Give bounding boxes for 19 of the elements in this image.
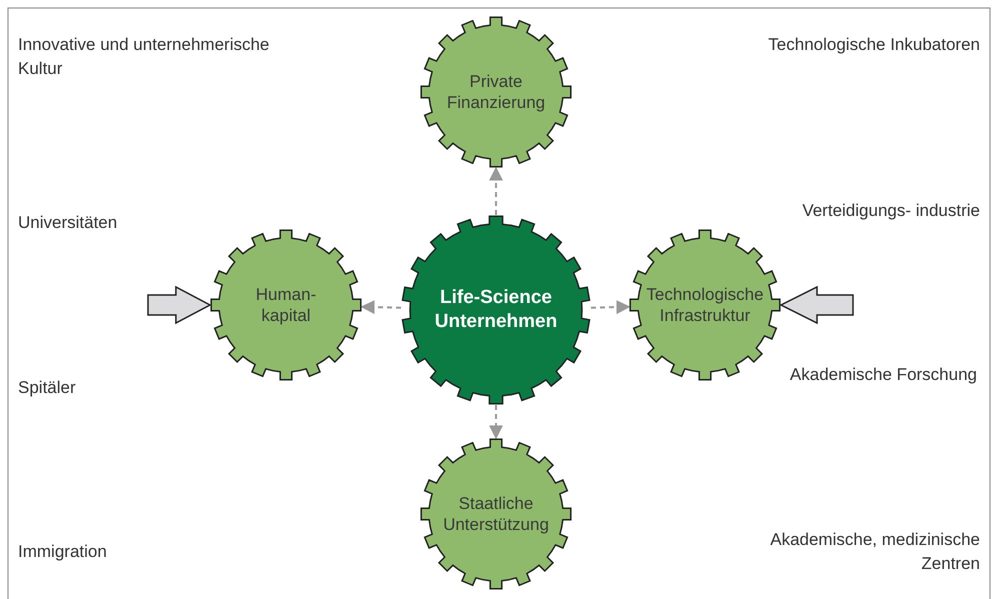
- side-label: Immigration: [18, 541, 108, 563]
- center-gear-label: Life-Science Unternehmen: [434, 286, 558, 334]
- side-label: Innovative und unternehmerische Kultur: [18, 34, 270, 80]
- dashed-arrow: [360, 300, 402, 314]
- dashed-arrow: [489, 405, 503, 440]
- block-arrow: [147, 286, 212, 324]
- side-label: Universitäten: [18, 212, 118, 234]
- dashed-arrow: [590, 300, 630, 314]
- side-label: Akademische Forschung: [788, 364, 977, 386]
- side-label: Technologische Inkubatoren: [767, 34, 980, 56]
- gear-label: Technologische Infrastruktur: [645, 284, 765, 326]
- side-label: Spitäler: [18, 377, 77, 399]
- side-label: Verteidigungs- industrie: [801, 200, 980, 222]
- dashed-arrow: [489, 166, 503, 215]
- gear-label: Staatliche Unterstützung: [442, 493, 550, 535]
- gear-label: Human- kapital: [254, 284, 318, 326]
- gear-label: Private Finanzierung: [446, 71, 546, 113]
- side-label: Akademische, medizinische Zentren: [769, 529, 980, 575]
- block-arrow: [779, 286, 854, 324]
